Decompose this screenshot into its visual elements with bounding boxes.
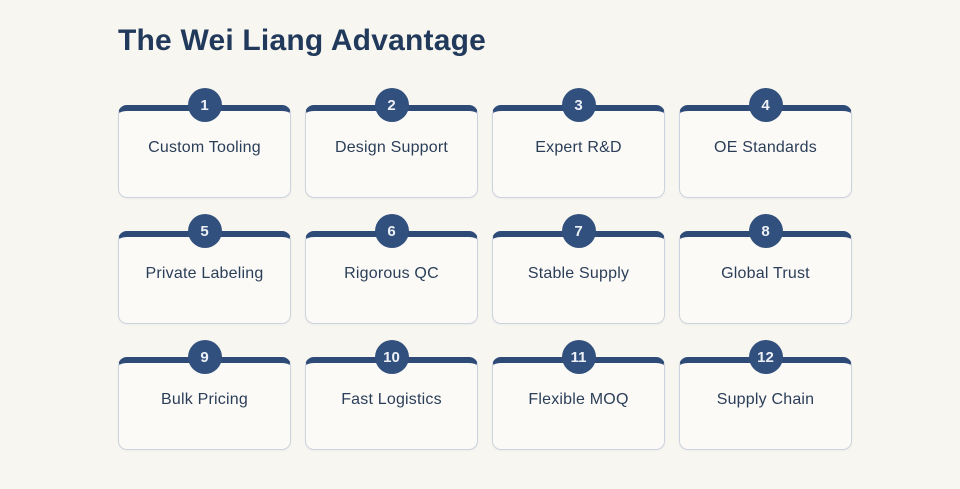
advantage-card: 10 Fast Logistics: [305, 340, 478, 450]
card-label: Flexible MOQ: [528, 391, 629, 408]
card-label: Global Trust: [721, 265, 810, 282]
card-number: 7: [574, 222, 583, 240]
advantage-card: 5 Private Labeling: [118, 214, 291, 324]
card-label: OE Standards: [714, 139, 817, 156]
card-label: Custom Tooling: [148, 139, 261, 156]
advantage-card: 12 Supply Chain: [679, 340, 852, 450]
advantage-card: 8 Global Trust: [679, 214, 852, 324]
advantage-card: 7 Stable Supply: [492, 214, 665, 324]
card-number-badge: 3: [561, 88, 596, 122]
card-number-badge: 8: [748, 214, 783, 248]
card-number: 9: [200, 348, 209, 366]
card-label: Bulk Pricing: [161, 391, 248, 408]
card-number: 6: [387, 222, 396, 240]
card-number-badge: 10: [374, 340, 409, 374]
card-number-badge: 7: [561, 214, 596, 248]
card-label: Stable Supply: [527, 265, 630, 282]
content-area: The Wei Liang Advantage 1 Custom Tooling…: [118, 24, 852, 450]
card-label: Design Support: [334, 139, 449, 156]
card-number-badge: 9: [187, 340, 222, 374]
card-label: Expert R&D: [535, 139, 622, 156]
card-number-badge: 5: [187, 214, 222, 248]
card-number: 12: [757, 348, 774, 366]
advantage-card: 3 Expert R&D: [492, 88, 665, 198]
card-number: 1: [200, 96, 209, 114]
card-number-badge: 4: [748, 88, 783, 122]
card-number-badge: 12: [748, 340, 783, 374]
card-number: 5: [200, 222, 209, 240]
advantage-card: 9 Bulk Pricing: [118, 340, 291, 450]
card-number: 4: [761, 96, 770, 114]
card-number: 10: [383, 348, 400, 366]
advantage-card: 1 Custom Tooling: [118, 88, 291, 198]
advantage-grid: 1 Custom Tooling 2 Design Support 3 Expe…: [118, 88, 852, 450]
advantage-card: 4 OE Standards: [679, 88, 852, 198]
card-label: Private Labeling: [145, 265, 264, 282]
card-number: 2: [387, 96, 396, 114]
card-number: 11: [570, 348, 587, 366]
card-number: 8: [761, 222, 770, 240]
advantage-card: 11 Flexible MOQ: [492, 340, 665, 450]
page-title: The Wei Liang Advantage: [118, 24, 486, 57]
card-label: Supply Chain: [716, 391, 815, 408]
advantage-card: 6 Rigorous QC: [305, 214, 478, 324]
card-number-badge: 11: [561, 340, 596, 374]
card-label: Fast Logistics: [341, 391, 442, 408]
card-number-badge: 2: [374, 88, 409, 122]
card-number-badge: 1: [187, 88, 222, 122]
card-number-badge: 6: [374, 214, 409, 248]
advantage-card: 2 Design Support: [305, 88, 478, 198]
card-number: 3: [574, 96, 583, 114]
card-label: Rigorous QC: [344, 265, 439, 282]
